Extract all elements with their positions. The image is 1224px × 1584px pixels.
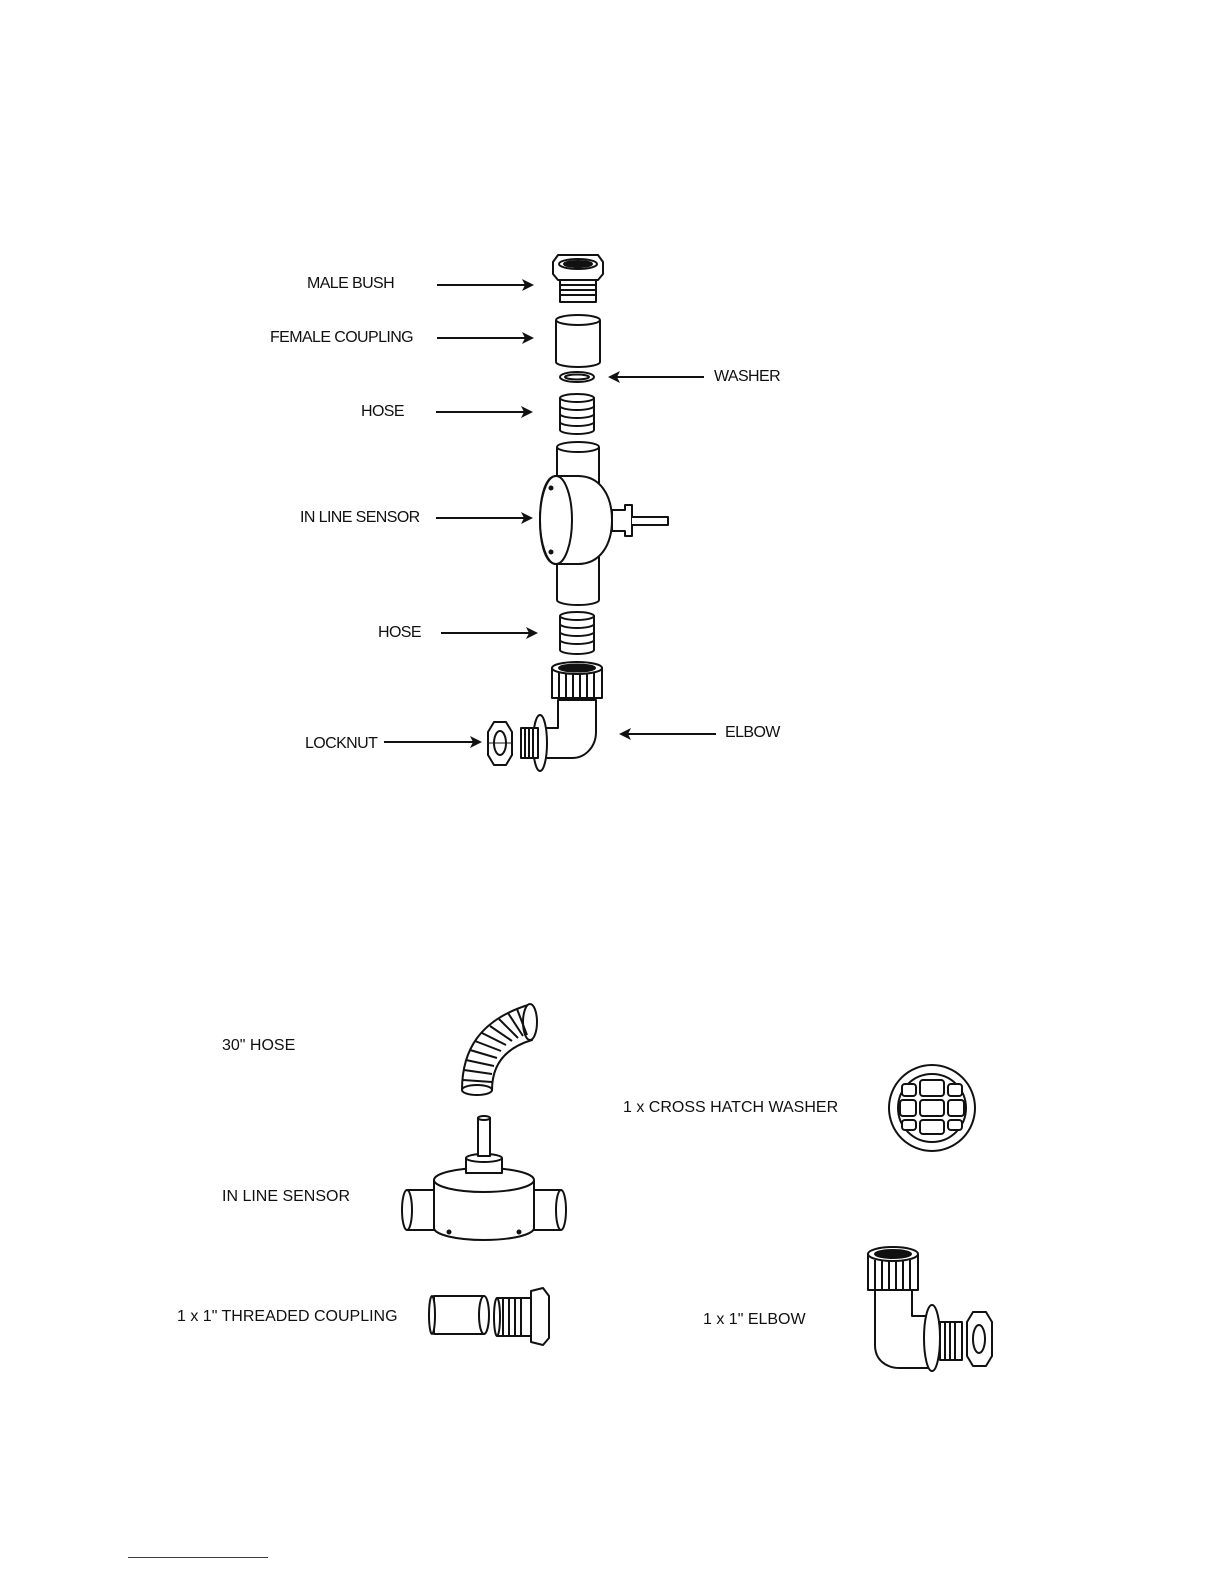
elbow-part [521,662,602,771]
washer-part [560,372,594,382]
hose-lower-part [560,612,594,654]
female-coupling-part [556,315,600,367]
footer-rule [128,1557,268,1558]
in-line-sensor-horizontal-part [402,1116,566,1240]
hose-upper-part [560,394,594,434]
label-cross-hatch-washer: 1 x CROSS HATCH WASHER [623,1100,838,1116]
label-elbow: ELBOW [725,725,780,741]
label-locknut: LOCKNUT [305,736,377,752]
label-male-bush: MALE BUSH [307,276,394,292]
label-washer: WASHER [714,369,780,385]
label-female-coupling: FEMALE COUPLING [270,330,413,346]
label-elbow-list: 1 x 1" ELBOW [703,1312,806,1328]
label-hose-upper: HOSE [361,404,404,420]
locknut-part [488,722,512,765]
elbow-kit-part [868,1247,992,1371]
flexible-hose-part [462,1004,537,1095]
label-threaded-coupling: 1 x 1" THREADED COUPLING [177,1309,398,1325]
label-in-line-sensor-list: IN LINE SENSOR [222,1189,350,1205]
label-in-line-sensor: IN LINE SENSOR [300,510,420,526]
label-30in-hose: 30" HOSE [222,1038,295,1054]
label-hose-lower: HOSE [378,625,421,641]
male-bush-part [553,255,603,302]
in-line-sensor-part [540,442,668,605]
cross-hatch-washer-part [889,1065,975,1151]
threaded-coupling-part [429,1288,549,1345]
